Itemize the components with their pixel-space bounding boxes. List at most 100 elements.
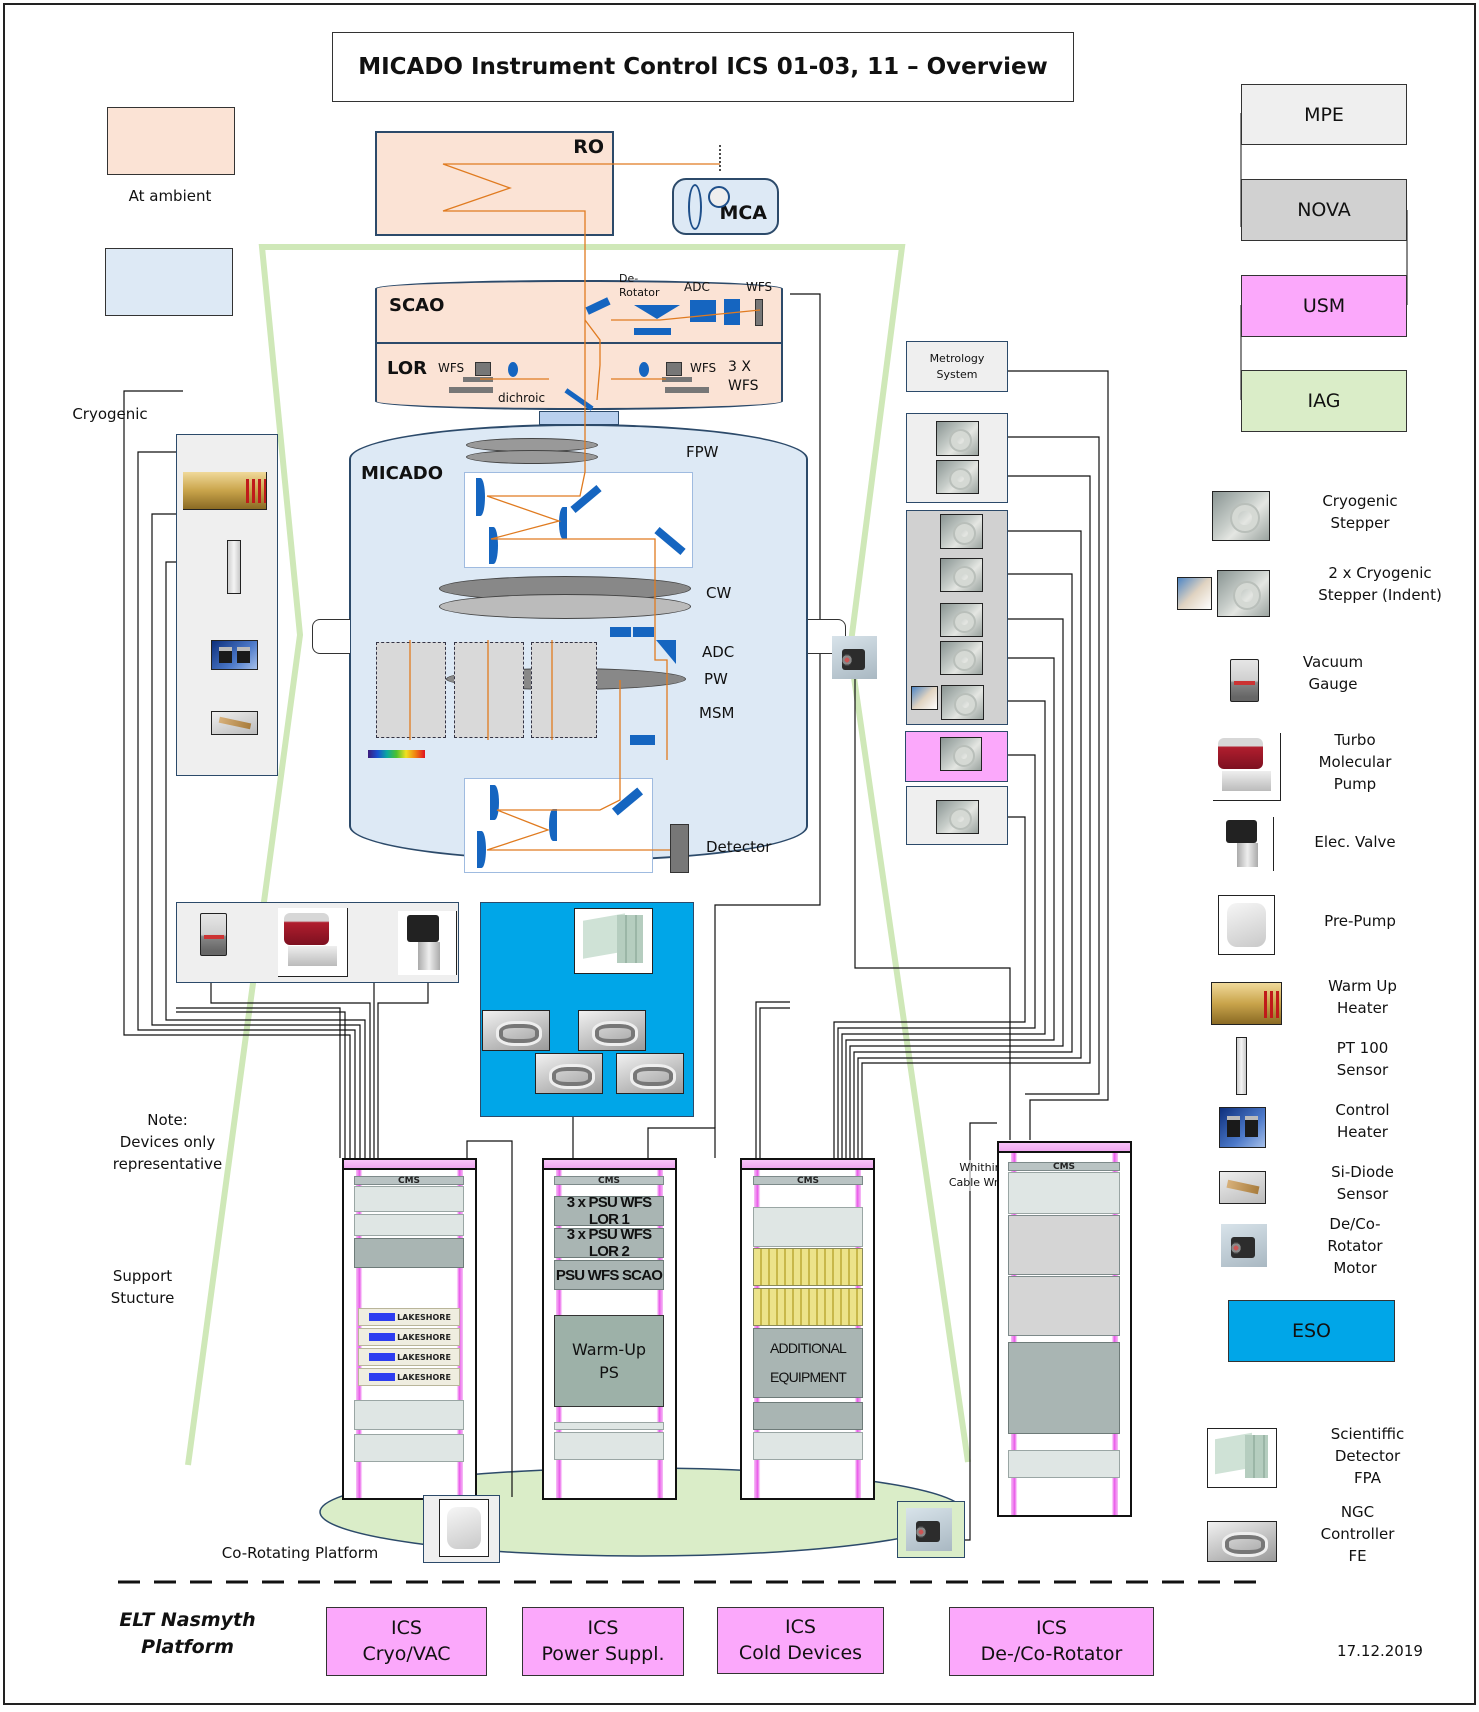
rack-io-unit [1008, 1172, 1120, 1214]
lor-lens-right [639, 362, 649, 377]
psu-unit: 3 x PSU WFS LOR 1 [554, 1194, 664, 1228]
legend-device-label: Scientiffic Detector FPA [1330, 1425, 1405, 1487]
cw-label: CW [706, 584, 732, 602]
mirror [477, 831, 486, 868]
mca-lens-icon [708, 186, 730, 208]
lakeshore-label: LAKESHORE [397, 1372, 451, 1382]
lor-wfs-right-label: WFS [690, 361, 717, 375]
lor-wfs-right [666, 362, 682, 376]
legend-eso: ESO [1228, 1300, 1395, 1362]
vacuum-gauge-icon [200, 913, 227, 956]
ics-cryo-vac[interactable]: ICS Cryo/VAC [326, 1607, 487, 1676]
lor-wfs-right-base [662, 377, 692, 382]
ngc-controller-icon [535, 1053, 603, 1094]
outer-border [3, 3, 1476, 1705]
electric-valve-icon [1218, 817, 1274, 871]
legend-device-label: Elec. Valve [1314, 833, 1396, 851]
legend-cryogenic-swatch [105, 248, 233, 316]
legend-device-label: Pre-Pump [1324, 912, 1396, 930]
lakeshore-unit: LAKESHORE [358, 1368, 460, 1386]
cryogenic-label: Cryogenic [72, 405, 148, 423]
rack-drive-unit [1008, 1215, 1120, 1275]
scao-lens [724, 299, 740, 325]
psu-unit: PSU WFS SCAO [554, 1260, 664, 1290]
lor-label: LOR [387, 358, 427, 379]
cw-wheel-2 [439, 594, 691, 619]
rack-power-unit [554, 1432, 664, 1460]
fpw-wheel-2 [466, 450, 598, 464]
turbo-molecular-pump-icon [1213, 733, 1281, 801]
cold-device-cables [755, 370, 1109, 1541]
legend-device-label: Warm Up Heater [1328, 977, 1397, 1017]
fpw-label: FPW [686, 443, 719, 461]
psu-unit: 3 x PSU WFS LOR 2 [554, 1226, 664, 1260]
legend-mpe: MPE [1241, 84, 1407, 145]
rack-control-unit [354, 1238, 464, 1268]
mca-module: MCA [672, 178, 779, 235]
ngc-controller-icon [578, 1010, 646, 1051]
legend-device-label: De/Co- Rotator Motor [1327, 1215, 1383, 1277]
rack-io-unit [753, 1207, 863, 1247]
rack-cms-label: CMS [1008, 1162, 1120, 1172]
lor-wfs-left-base [463, 377, 493, 382]
mirror [489, 527, 498, 564]
derotator-label: De- Rotator [619, 272, 660, 300]
page-title: MICADO Instrument Control ICS 01-03, 11 … [332, 32, 1074, 102]
rack-terminal-unit [753, 1248, 863, 1286]
rack-power-unit [354, 1434, 464, 1462]
rack-cms-label: CMS [753, 1176, 863, 1186]
ics-cold-devices[interactable]: ICS Cold Devices [717, 1607, 884, 1674]
msm-module-3 [531, 642, 597, 738]
electric-valve-icon [398, 911, 457, 975]
cryogenic-stepper-icon [940, 641, 983, 675]
rack-cms-label: CMS [354, 1176, 464, 1186]
lakeshore-label: LAKESHORE [397, 1352, 451, 1362]
si-diode-sensor-icon [211, 711, 258, 735]
ro-label: RO [573, 136, 604, 158]
cryogenic-stepper-icon [936, 421, 979, 456]
additional-equipment: ADDITIONAL EQUIPMENT [753, 1328, 863, 1398]
ngc-controller-icon [1207, 1521, 1277, 1562]
rotator-motor-icon [832, 636, 877, 679]
rotator-motor-icon [1221, 1224, 1267, 1267]
rack-power-unit [1008, 1450, 1120, 1478]
stepper-group-mpe-2 [906, 786, 1008, 845]
legend-device-label: Vacuum Gauge [1302, 653, 1364, 693]
mirror [490, 785, 499, 820]
ics-power-supply[interactable]: ICS Power Suppl. [522, 1607, 684, 1676]
cryogenic-stepper-icon [940, 514, 983, 549]
metrology-system: Metrology System [906, 341, 1008, 392]
legend-device-label: NGC Controller FE [1320, 1503, 1395, 1565]
lakeshore-unit: LAKESHORE [358, 1328, 460, 1346]
derotator-prism [634, 305, 680, 319]
rack-drive-unit [1008, 1276, 1120, 1336]
detector-label: Detector [706, 838, 772, 856]
turbo-molecular-pump-icon [278, 908, 348, 977]
mirror [476, 478, 485, 516]
cryogenic-stepper-indent-icon [941, 685, 984, 720]
legend-iag: IAG [1241, 370, 1407, 432]
cryogenic-stepper-icon [940, 603, 983, 637]
lor-wfs-left [475, 362, 491, 376]
lakeshore-display [369, 1312, 395, 1322]
legend-ambient-label: At ambient [128, 187, 212, 205]
ics-de-co-rotator[interactable]: ICS De-/Co-Rotator [949, 1607, 1154, 1676]
rack-terminal-unit [753, 1288, 863, 1326]
mirror [559, 507, 567, 539]
relay-optics-lower [464, 778, 653, 873]
detector-fpa-icon [1207, 1428, 1277, 1488]
msm-mirror [630, 735, 655, 745]
rack-top [542, 1158, 677, 1170]
cryogenic-stepper-icon [936, 800, 979, 834]
legend-device-label: PT 100 Sensor [1336, 1039, 1389, 1079]
mca-wheel-icon [688, 184, 702, 230]
lakeshore-display [369, 1332, 395, 1342]
legend-device-label: Control Heater [1335, 1101, 1390, 1141]
legend-device-label: Si-Diode Sensor [1331, 1163, 1394, 1203]
support-structure-label: Support Stucture [110, 1267, 175, 1307]
scao-wfs [755, 299, 763, 326]
rack-power-unit [753, 1432, 863, 1460]
pw-label: PW [704, 670, 728, 688]
